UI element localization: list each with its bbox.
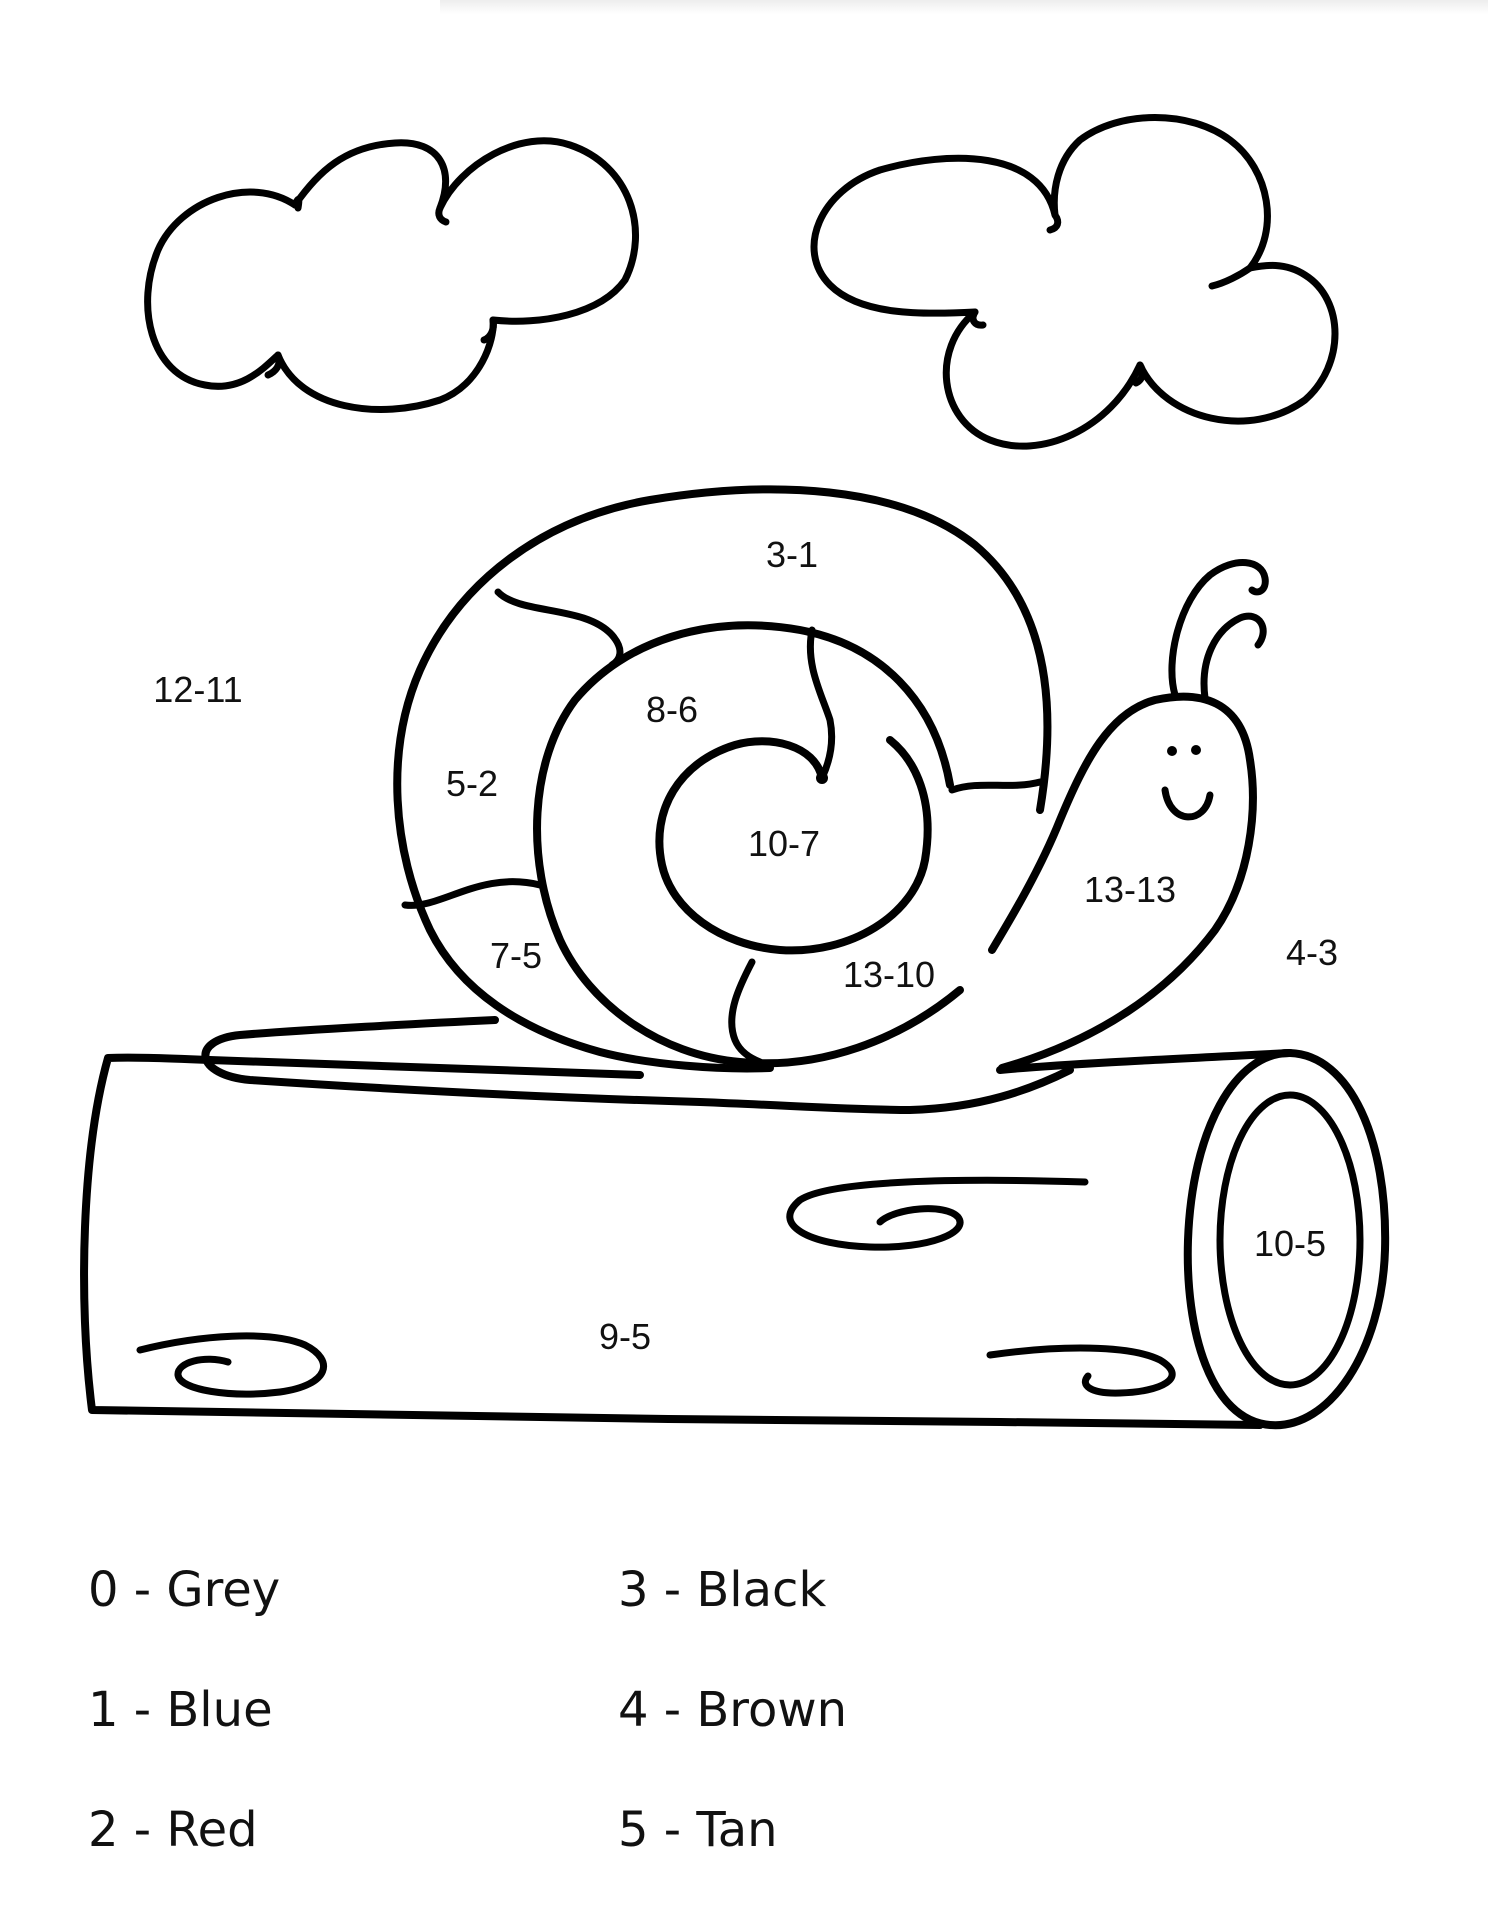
antenna-left — [1168, 559, 1269, 699]
snail-eye-right — [1191, 745, 1201, 755]
label-shell-top: 3-1 — [766, 534, 818, 575]
antenna-right — [1200, 612, 1267, 702]
key-blue: 1 - Blue — [88, 1682, 273, 1738]
label-shell-lower-left: 7-5 — [490, 935, 542, 976]
log-end-outer — [1183, 1048, 1390, 1430]
cloud-left-crease-3 — [435, 204, 450, 226]
snail-foot — [201, 1016, 1074, 1114]
snail-eye-left — [1167, 746, 1177, 756]
cloud-left-crease-2 — [480, 316, 497, 344]
label-log-body: 9-5 — [599, 1316, 651, 1357]
key-tan: 5 - Tan — [618, 1802, 778, 1858]
shell-divider-right — [948, 778, 1044, 794]
shell-divider-top — [494, 588, 624, 669]
snail-body — [988, 692, 1257, 1072]
log-swirl-left — [136, 1332, 327, 1398]
shell-divider-spiral — [806, 626, 836, 782]
label-snail-body: 13-13 — [1084, 869, 1176, 910]
shell-divider-bottom — [728, 958, 764, 1066]
cloud-left-crease-4 — [291, 195, 303, 212]
cloud-right-crease-4 — [1046, 211, 1062, 234]
shell-outer — [393, 485, 1052, 1073]
cloud-right — [810, 114, 1339, 450]
key-brown: 4 - Brown — [618, 1682, 848, 1738]
cloud-right-crease-1 — [969, 308, 987, 329]
snail-smile — [1161, 786, 1214, 821]
label-shell-left: 5-2 — [446, 763, 498, 804]
log-swirl-right — [986, 1344, 1176, 1397]
shell-inner-ring — [533, 621, 964, 1068]
key-red: 2 - Red — [88, 1802, 258, 1858]
label-shell-lower-right: 13-10 — [843, 954, 935, 995]
label-shell-center: 10-7 — [748, 823, 820, 864]
log-end-inner — [1216, 1091, 1364, 1389]
label-shell-inner-top: 8-6 — [646, 689, 698, 730]
cloud-left-crease-1 — [264, 351, 283, 379]
shell-spiral — [655, 736, 932, 955]
label-ground-right: 4-3 — [1286, 932, 1338, 973]
cloud-right-crease-3 — [1208, 264, 1254, 290]
cloud-right-crease-2 — [1132, 361, 1147, 387]
label-log-end: 10-5 — [1254, 1223, 1326, 1264]
scan-shadow — [440, 0, 1488, 14]
key-black: 3 - Black — [618, 1562, 827, 1618]
label-background: 12-11 — [153, 669, 242, 710]
log-swirl-middle — [786, 1176, 1089, 1251]
key-grey: 0 - Grey — [88, 1562, 281, 1618]
cloud-left — [144, 137, 640, 413]
shell-divider-left — [401, 878, 544, 909]
log-outline — [80, 1049, 1294, 1429]
